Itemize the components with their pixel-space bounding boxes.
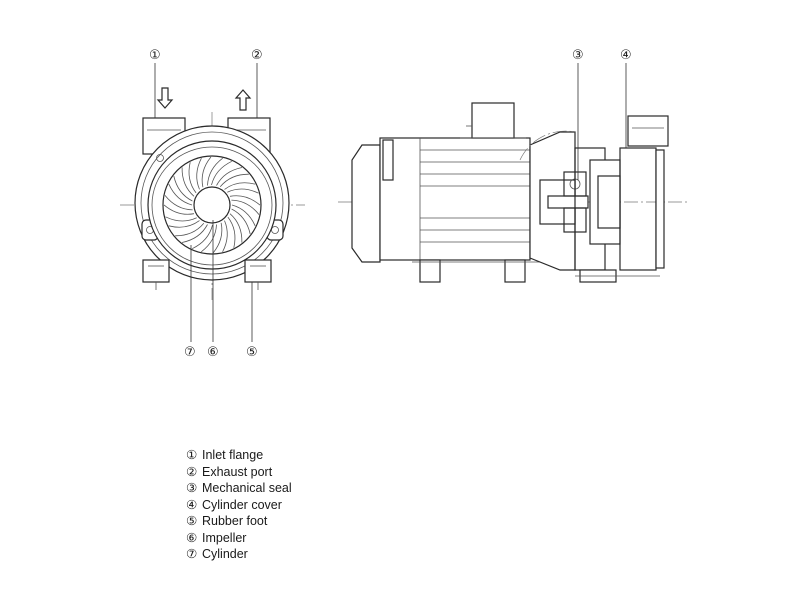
impeller-blade	[163, 204, 195, 215]
legend-item-cylinder-cover: ④ Cylinder cover	[186, 497, 292, 514]
front-view	[120, 87, 305, 300]
legend-label: Impeller	[202, 530, 247, 545]
legend-item-exhaust-port: ② Exhaust port	[186, 464, 292, 481]
impeller-blade	[168, 183, 193, 206]
legend-number: ②	[186, 463, 198, 479]
legend-label: Mechanical seal	[202, 481, 292, 495]
legend-label: Inlet flange	[202, 448, 264, 462]
impeller-blade	[216, 167, 243, 186]
impeller-blade	[207, 157, 223, 186]
impeller-blade	[231, 204, 256, 227]
callout-1: ①	[149, 48, 161, 63]
callout-7: ⑦	[184, 345, 196, 360]
impeller-blade	[181, 224, 208, 243]
legend-item-mechanical-seal: ③ Mechanical seal	[186, 480, 292, 497]
impeller-blade-edge	[165, 216, 197, 222]
impeller-blade	[196, 158, 202, 190]
impeller-blade-edge	[192, 224, 213, 250]
callout-6: ⑥	[207, 345, 219, 360]
impeller-blade-edge	[231, 199, 260, 215]
impeller-blade	[229, 213, 243, 243]
impeller-blade-edge	[227, 216, 236, 248]
legend-label: Cylinder	[202, 547, 248, 561]
impeller-blade	[222, 220, 228, 252]
impeller-blade-edge	[219, 173, 249, 188]
impeller-blade-edge	[173, 175, 193, 202]
callout-4: ④	[620, 48, 632, 63]
legend-number: ⑦	[186, 546, 198, 561]
impeller-blade-edge	[164, 195, 193, 211]
side-leaders	[577, 63, 627, 180]
impeller-blade-edge	[227, 188, 259, 194]
legend-label: Cylinder cover	[202, 497, 282, 512]
callout-2: ②	[251, 48, 263, 63]
impeller-blade	[168, 220, 200, 228]
impeller-blade-edge	[211, 160, 232, 186]
legend-number: ④	[186, 496, 198, 512]
impeller-blade-edge	[212, 222, 223, 254]
impeller-blade-edge	[201, 156, 212, 188]
legend-label: Rubber foot	[202, 514, 268, 528]
legend-number: ①	[186, 447, 198, 462]
side-view	[338, 102, 690, 283]
legend-number: ③	[186, 480, 198, 495]
legend-item-rubber-foot: ⑤ Rubber foot	[186, 513, 292, 530]
callout-3: ③	[572, 48, 584, 63]
legend-number: ⑥	[186, 529, 198, 545]
impeller-blade-edge	[175, 222, 205, 237]
impeller-blade	[229, 195, 261, 206]
impeller-blade	[224, 182, 256, 190]
impeller-blade-edge	[231, 208, 251, 235]
impeller-blade	[201, 224, 217, 253]
parts-legend: ① Inlet flange ② Exhaust port ③ Mechanical …	[186, 447, 292, 563]
impeller-blade-edge	[188, 162, 197, 194]
legend-item-cylinder: ⑦ Cylinder	[186, 546, 292, 563]
legend-number: ⑤	[186, 513, 198, 528]
legend-item-inlet-flange: ① Inlet flange	[186, 447, 292, 464]
callout-5: ⑤	[246, 345, 258, 360]
impeller-blade	[181, 167, 195, 197]
legend-label: Exhaust port	[202, 464, 273, 479]
front-leaders	[154, 63, 258, 342]
legend-item-impeller: ⑥ Impeller	[186, 530, 292, 547]
